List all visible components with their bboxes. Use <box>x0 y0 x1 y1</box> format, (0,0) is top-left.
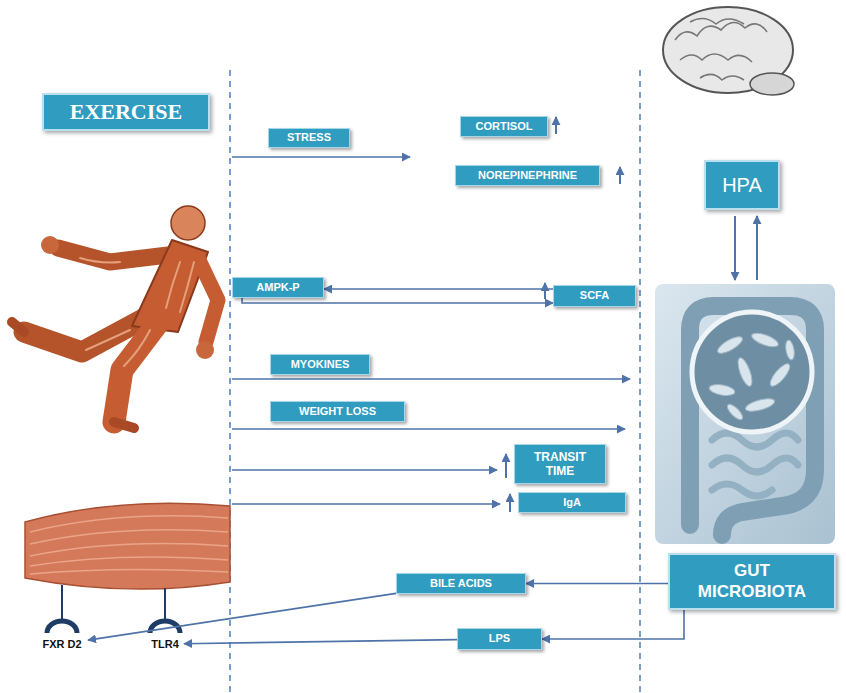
connector-arrow <box>542 610 684 639</box>
box-text: TLR4 <box>151 638 179 650</box>
box-text: NOREPINEPHRINE <box>478 169 577 182</box>
box-text: GUT MICROBIOTA <box>684 561 820 602</box>
increase-arrow <box>544 283 546 299</box>
metabolite-box: BILE ACIDS <box>396 573 526 594</box>
runner-hand <box>41 236 59 254</box>
brain-picture <box>663 7 794 95</box>
hormone-box: CORTISOL <box>460 116 548 137</box>
box-text: BILE ACIDS <box>430 577 492 590</box>
increase-arrow <box>505 454 507 478</box>
runner-figure <box>12 206 218 428</box>
hormone-box: NOREPINEPHRINE <box>455 165 600 186</box>
magnifier <box>692 312 812 432</box>
muscle-piece <box>25 503 230 589</box>
brain-gyri <box>675 18 767 80</box>
effect-arrow <box>232 156 410 158</box>
effect-arrow <box>232 503 500 505</box>
divider-line <box>639 70 641 693</box>
connector-arrow <box>526 583 668 585</box>
effect-box: WEIGHT LOSS <box>270 401 405 422</box>
box-text: SCFA <box>580 289 609 302</box>
connector-arrow <box>88 593 396 640</box>
metabolite-box: SCFA <box>553 285 636 307</box>
muscle-fibres <box>30 516 228 574</box>
box-text: IgA <box>563 496 581 509</box>
effect-box: TRANSIT TIME <box>514 444 606 484</box>
axis-box: HPA <box>704 160 780 210</box>
hpa-arrow <box>734 216 736 280</box>
increase-arrow <box>509 494 511 512</box>
runner-arm <box>58 248 168 262</box>
effect-arrow <box>232 378 630 380</box>
box-text: CORTISOL <box>476 120 533 133</box>
receptor-cup <box>47 621 77 633</box>
box-text: AMPK-P <box>256 281 299 294</box>
signal-box: AMPK-P <box>232 277 324 298</box>
effect-arrow <box>232 469 497 471</box>
runner-leg <box>114 320 160 422</box>
bacteria <box>708 331 795 422</box>
effect-arrow <box>232 428 625 430</box>
effect-box: STRESS <box>268 128 350 148</box>
runner-foot <box>12 322 24 332</box>
metabolite-box: LPS <box>457 628 542 650</box>
box-text: WEIGHT LOSS <box>299 405 376 418</box>
increase-arrow <box>619 167 621 184</box>
muscle-lines <box>80 258 194 366</box>
receptor-stem <box>164 588 166 620</box>
box-text: MYOKINES <box>291 358 350 371</box>
effect-box: MYOKINES <box>270 354 370 375</box>
increase-arrow <box>555 117 557 134</box>
receptor-stem <box>61 585 63 620</box>
small-intestine <box>712 433 798 496</box>
gut-ground <box>655 284 835 544</box>
runner-head <box>171 206 205 240</box>
effect-box: IgA <box>518 492 626 513</box>
box-text: TRANSIT TIME <box>522 450 598 479</box>
runner-hand <box>196 341 214 359</box>
box-text: STRESS <box>287 131 331 144</box>
box-text: LPS <box>489 632 510 645</box>
runner-foot <box>114 422 134 428</box>
runner-arm <box>198 258 218 342</box>
connector-arrow <box>184 640 457 644</box>
cerebellum <box>750 73 794 95</box>
hpa-arrow <box>756 216 758 280</box>
exercise-box: EXERCISE <box>42 93 210 131</box>
receptor-label: TLR4 <box>146 636 184 652</box>
box-text: HPA <box>722 174 762 197</box>
box-text: EXERCISE <box>70 99 182 125</box>
divider-line <box>229 70 231 693</box>
connector-arrow <box>324 288 553 290</box>
gut-picture <box>655 284 835 544</box>
microbiota-box: GUT MICROBIOTA <box>668 553 836 610</box>
colon <box>690 306 815 535</box>
box-text: FXR D2 <box>42 638 81 650</box>
muscle-tissue <box>25 503 230 633</box>
receptor-label: FXR D2 <box>36 636 88 652</box>
connector-arrow <box>242 298 553 303</box>
